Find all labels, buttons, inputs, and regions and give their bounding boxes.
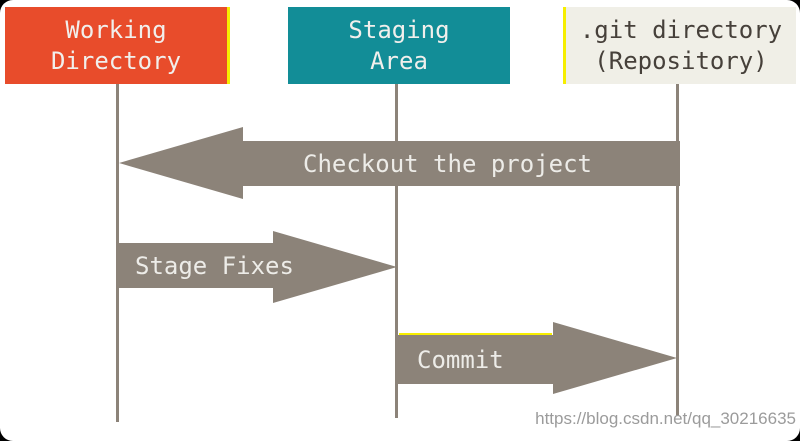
git-box-yellow-edge bbox=[563, 7, 566, 84]
stage-fixes-arrow-body bbox=[117, 243, 273, 288]
checkout-arrow-body bbox=[243, 141, 680, 186]
stage-fixes-arrow-head-icon bbox=[273, 231, 397, 303]
checkout-arrow-label: Checkout the project bbox=[303, 149, 592, 178]
git-directory-box: .git directory (Repository) bbox=[566, 7, 796, 84]
working-directory-label-line2: Directory bbox=[50, 46, 182, 75]
checkout-arrow-head-icon bbox=[119, 127, 243, 199]
working-box-yellow-edge bbox=[227, 7, 230, 84]
git-directory-label-line1: .git directory bbox=[579, 15, 783, 44]
commit-arrow-head-icon bbox=[553, 322, 677, 394]
git-directory-lifeline bbox=[676, 84, 679, 416]
commit-arrow-label: Commit bbox=[417, 345, 504, 374]
watermark-url: https://blog.csdn.net/qq_30216635 bbox=[535, 409, 796, 428]
working-directory-label-line1: Working bbox=[65, 15, 167, 44]
git-directory-label-line2: (Repository) bbox=[594, 46, 768, 75]
stage-fixes-arrow-label: Stage Fixes bbox=[135, 251, 294, 280]
staging-area-label-line2: Area bbox=[370, 46, 428, 75]
commit-arrow-yellow-topline bbox=[399, 333, 552, 335]
commit-arrow-body bbox=[397, 335, 553, 384]
staging-area-box: Staging Area bbox=[288, 7, 510, 84]
working-directory-box: Working Directory bbox=[5, 7, 227, 84]
staging-area-label-line1: Staging bbox=[348, 15, 450, 44]
